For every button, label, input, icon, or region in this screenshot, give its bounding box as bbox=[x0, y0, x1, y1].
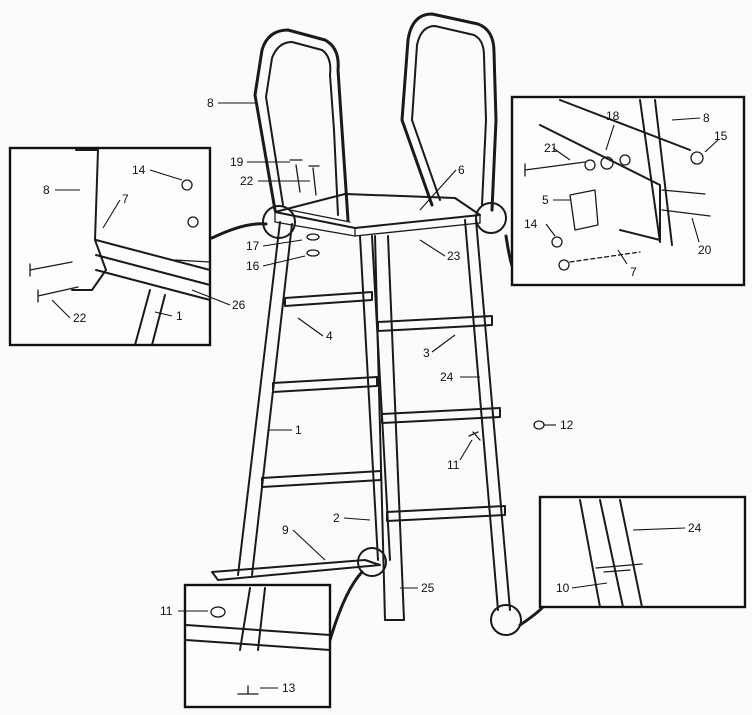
callout-1: 1 bbox=[295, 423, 302, 437]
inset1-callout-22: 22 bbox=[73, 311, 87, 325]
inset1-callout-8: 8 bbox=[43, 183, 50, 197]
inset2-callout-18: 18 bbox=[606, 109, 620, 123]
ladder-assembly bbox=[211, 12, 545, 636]
inset2-callout-7: 7 bbox=[630, 265, 637, 279]
callout-16: 16 bbox=[246, 259, 260, 273]
callout-25: 25 bbox=[421, 581, 435, 595]
inset4-callout-13: 13 bbox=[282, 681, 296, 695]
inset2-callout-5: 5 bbox=[542, 193, 549, 207]
rear-foot-circle bbox=[490, 604, 522, 636]
inset3-callout-24: 24 bbox=[688, 521, 702, 535]
inset-left-bracket bbox=[8, 146, 212, 347]
callout-17: 17 bbox=[246, 239, 260, 253]
inset-right-bracket bbox=[510, 95, 746, 287]
inset2-callout-15: 15 bbox=[714, 129, 728, 143]
callout-11: 11 bbox=[447, 458, 460, 472]
callout-2: 2 bbox=[333, 511, 340, 525]
rear-rail bbox=[374, 235, 386, 621]
base-detail-circle bbox=[357, 547, 387, 577]
inset3-callout-10: 10 bbox=[556, 581, 570, 595]
left-attach-circle bbox=[262, 205, 296, 239]
inset1-callout-1: 1 bbox=[176, 309, 183, 323]
inset2-callout-20: 20 bbox=[698, 243, 712, 257]
callout-12: 12 bbox=[560, 418, 574, 432]
callout-23: 23 bbox=[447, 249, 461, 263]
connector-inset-left bbox=[210, 222, 268, 240]
top-platform bbox=[274, 193, 481, 229]
inset2-callout-21: 21 bbox=[544, 141, 558, 155]
inset2-callout-14: 14 bbox=[524, 217, 538, 231]
callout-22: 22 bbox=[240, 174, 254, 188]
inset-rear-foot bbox=[538, 495, 747, 609]
callout-19: 19 bbox=[230, 155, 244, 169]
inset2-callout-8: 8 bbox=[703, 111, 710, 125]
left-handrail bbox=[253, 28, 350, 222]
inset4-callout-11: 11 bbox=[160, 604, 173, 618]
base-board bbox=[211, 559, 381, 581]
callout-4: 4 bbox=[326, 329, 333, 343]
callout-24: 24 bbox=[440, 370, 454, 384]
callout-labels: 8 19 22 17 16 6 23 4 3 24 1 12 11 2 9 25… bbox=[43, 96, 728, 695]
center-rail bbox=[359, 235, 379, 561]
left-rail bbox=[237, 221, 281, 576]
inset1-callout-7: 7 bbox=[122, 192, 129, 206]
callout-6: 6 bbox=[458, 163, 465, 177]
inset1-callout-14: 14 bbox=[132, 163, 146, 177]
inset-base bbox=[183, 583, 332, 709]
callout-9: 9 bbox=[282, 523, 289, 537]
connector-inset-base bbox=[328, 570, 364, 642]
front-steps bbox=[261, 291, 382, 488]
callout-leaders bbox=[51, 102, 719, 689]
right-attach-circle bbox=[475, 202, 507, 234]
rear-steps bbox=[377, 315, 506, 522]
callout-3: 3 bbox=[423, 346, 430, 360]
right-handrail bbox=[400, 12, 498, 212]
inset1-callout-26: 26 bbox=[232, 298, 246, 312]
connector-inset-foot bbox=[518, 606, 544, 627]
callout-8: 8 bbox=[207, 96, 214, 110]
